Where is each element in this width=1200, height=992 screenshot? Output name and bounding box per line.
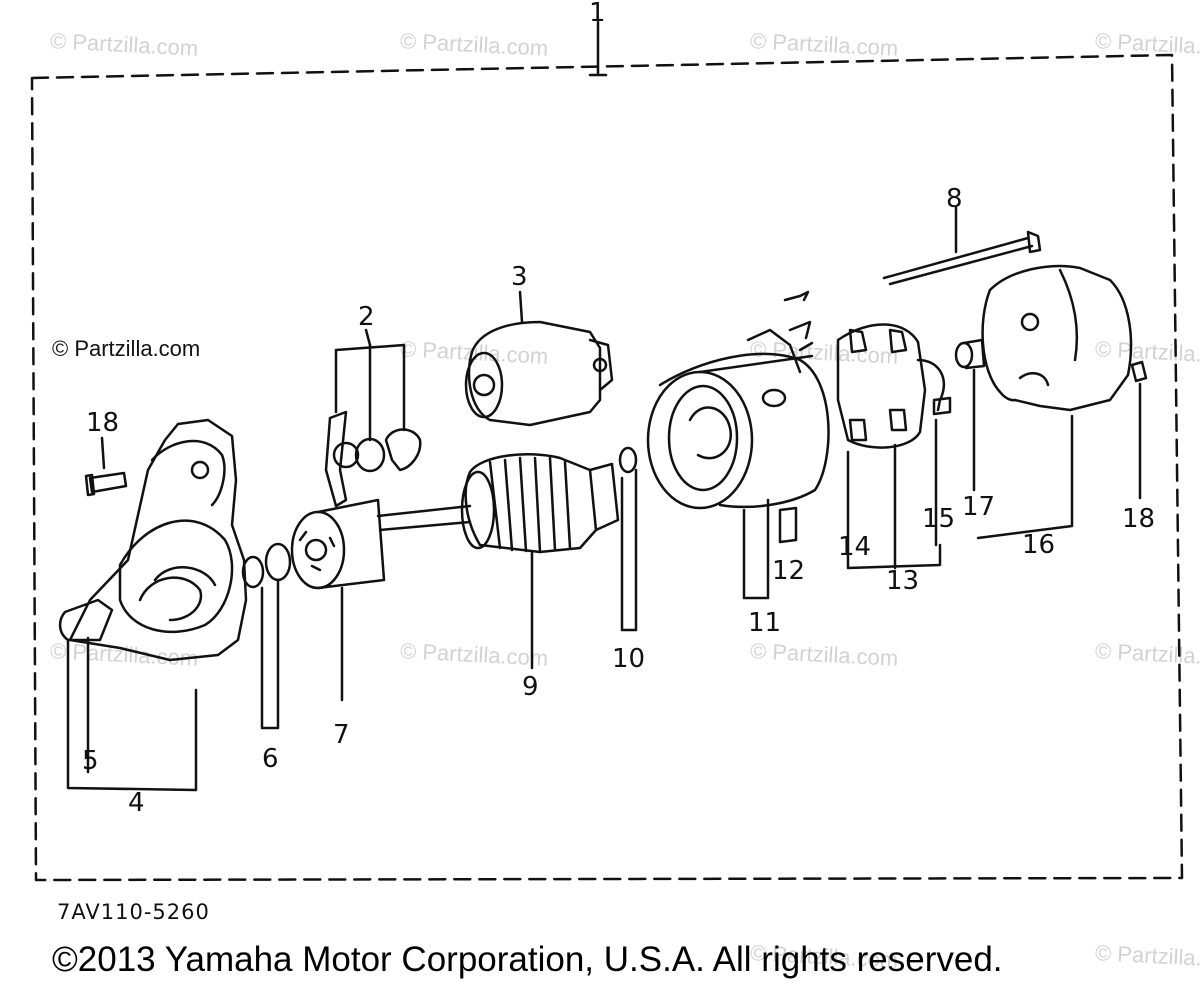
leader-4 [66, 636, 198, 792]
leader-18a [100, 436, 106, 470]
washer [264, 542, 292, 582]
shift-lever [324, 343, 422, 508]
diagram-code: 7AV110-5260 [57, 900, 210, 924]
front-cover [58, 418, 248, 662]
callout-2: 2 [358, 302, 375, 332]
callout-13: 13 [886, 566, 920, 596]
callout-5: 5 [82, 746, 99, 776]
solenoid [464, 290, 614, 427]
pinion-clutch [290, 498, 386, 590]
copyright-notice: ©2013 Yamaha Motor Corporation, U.S.A. A… [52, 940, 1003, 979]
armature [460, 453, 620, 670]
leader-13 [846, 418, 942, 570]
washer [241, 555, 265, 589]
leader-10 [620, 468, 638, 632]
callout-11: 11 [748, 608, 782, 638]
leader-1 [588, 20, 608, 77]
callout-10: 10 [612, 644, 646, 674]
yoke-assembly [646, 290, 830, 510]
callout-18-right: 18 [1122, 504, 1156, 534]
leader-16 [976, 414, 1074, 540]
bolt-left [84, 471, 128, 497]
brush-holder [836, 323, 952, 449]
brush [778, 506, 798, 544]
assembly-frame [30, 53, 1184, 882]
callout-18-left: 18 [86, 408, 120, 438]
through-bolt [882, 236, 1030, 280]
leader-6 [260, 578, 280, 730]
callout-1: 1 [589, 0, 606, 28]
callout-16: 16 [1022, 530, 1056, 560]
rear-cover [981, 264, 1133, 412]
partzilla-badge: © Partzilla.com [52, 336, 201, 361]
bearing [618, 446, 638, 474]
screw-right [1130, 360, 1148, 383]
callout-3: 3 [511, 262, 528, 292]
leader-2 [364, 328, 372, 347]
callout-17: 17 [962, 492, 996, 522]
callout-4: 4 [128, 788, 145, 818]
callout-7: 7 [333, 720, 350, 750]
callout-6: 6 [262, 744, 279, 774]
callout-8: 8 [946, 184, 963, 214]
callout-9: 9 [522, 672, 539, 702]
leader-3 [518, 290, 524, 324]
leader-11 [742, 498, 770, 600]
armature-shaft [376, 504, 472, 532]
callout-15: 15 [922, 504, 956, 534]
callout-14: 14 [838, 532, 872, 562]
callout-12: 12 [772, 556, 806, 586]
